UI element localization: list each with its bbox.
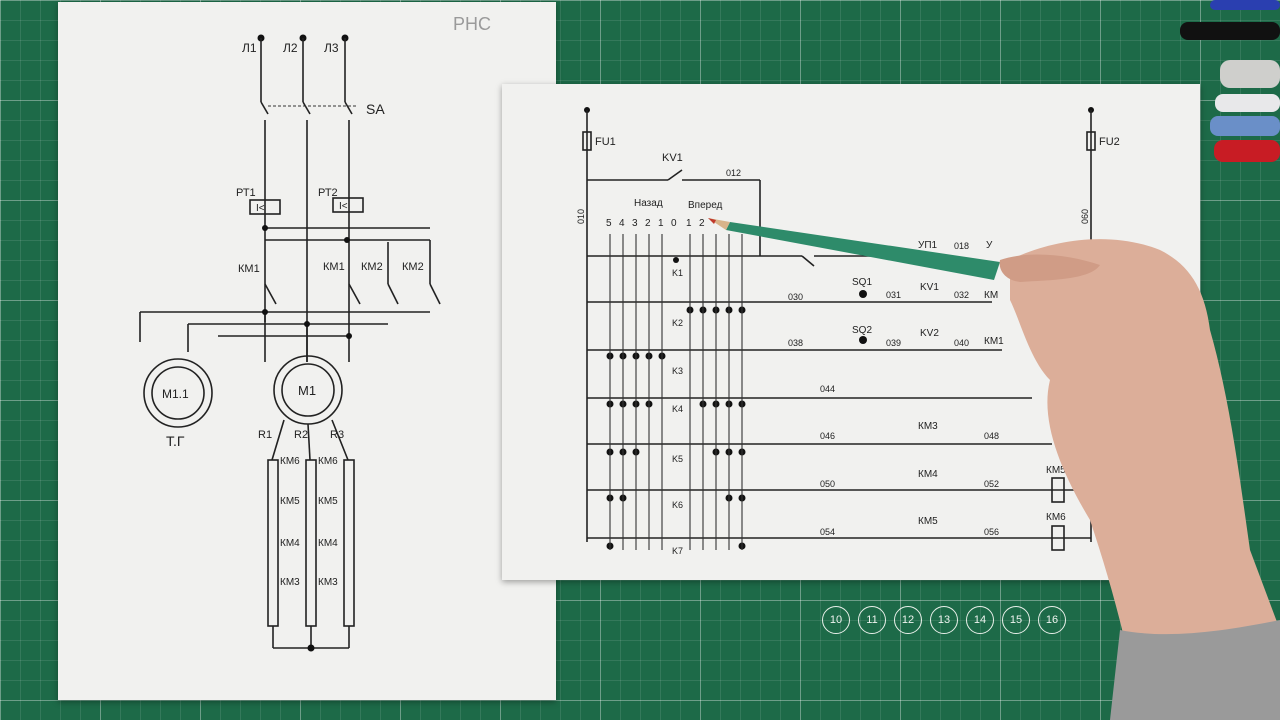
wire-056: 056 [984, 527, 999, 537]
pos-0: 0 [671, 218, 677, 229]
contact-k3: K3 [672, 366, 683, 376]
mat-number: 12 [894, 606, 922, 634]
relay-symbol-1: I< [256, 203, 265, 214]
contact-km1-left: КМ1 [238, 263, 260, 275]
pos-2: 2 [645, 218, 651, 229]
phase-l2: Л2 [283, 41, 298, 55]
device-km5: КМ5 [918, 516, 938, 527]
relay-kv2: KV2 [920, 328, 939, 339]
pos-4: 4 [619, 218, 625, 229]
wire-031: 031 [886, 290, 901, 300]
rc-km6-a: КМ6 [280, 456, 300, 467]
resistor-r1: R1 [258, 429, 272, 441]
wire-040: 040 [954, 338, 969, 348]
wire-038: 038 [788, 338, 803, 348]
power-circuit-sheet: РНС Л1 Л2 Л3 SA РТ1 РТ2 I< I< КМ1 КМ1 КМ… [58, 2, 556, 700]
pos-f1: 1 [686, 218, 692, 229]
switch-sq2: SQ2 [852, 325, 872, 336]
wire-050: 050 [820, 479, 835, 489]
device-up1: УП1 [918, 240, 938, 251]
wire-046: 046 [820, 431, 835, 441]
device-row1-end: У [986, 240, 993, 251]
rc-km4-a: КМ4 [280, 538, 300, 549]
phase-l3: Л3 [324, 41, 339, 55]
contact-km2-a: КМ2 [361, 261, 383, 273]
contact-k6: K6 [672, 500, 683, 510]
pos-3: 3 [632, 218, 638, 229]
markers [1180, 0, 1280, 162]
row-k2: K2 030 SQ1 031 KV1 032 КМ [587, 277, 998, 328]
rc-km4-b: КМ4 [318, 538, 338, 549]
resistor-r2: R2 [294, 429, 308, 441]
corner-note: РНС [453, 14, 491, 34]
pos-f2: 2 [699, 218, 705, 229]
device-km1: КМ1 [984, 336, 1004, 347]
relay-symbol-2: I< [339, 201, 348, 212]
gen-label: Т.Г [166, 433, 185, 449]
rc-km3-b: КМ3 [318, 577, 338, 588]
relay-rt1: РТ1 [236, 187, 256, 199]
label-back: Назад [634, 198, 663, 209]
mat-number: 14 [966, 606, 994, 634]
rc-km5-b: КМ5 [318, 496, 338, 507]
label-forward: Вперед [688, 200, 723, 211]
wire-052: 052 [984, 479, 999, 489]
relay-rt2: РТ2 [318, 187, 338, 199]
coil-km6: КМ6 [1046, 512, 1066, 523]
wire-048: 048 [984, 431, 999, 441]
wire-044: 044 [820, 384, 835, 394]
mat-number: 15 [1002, 606, 1030, 634]
mat-number: 11 [858, 606, 886, 634]
power-circuit-drawing: РНС Л1 Л2 Л3 SA РТ1 РТ2 I< I< КМ1 КМ1 КМ… [139, 14, 491, 652]
relay-kv1-top: KV1 [662, 152, 683, 164]
mat-number: 16 [1038, 606, 1066, 634]
device-km3: КМ3 [918, 421, 938, 432]
wire-054: 054 [820, 527, 835, 537]
motor-main-label: М1 [298, 383, 316, 398]
wire-060: 060 [1080, 209, 1090, 224]
hand [999, 239, 1280, 720]
mat-number: 10 [822, 606, 850, 634]
contact-k7: K7 [672, 546, 683, 556]
contact-k4: K4 [672, 404, 683, 414]
pos-1: 1 [658, 218, 664, 229]
motor-gen-label: М1.1 [162, 387, 189, 401]
pos-5: 5 [606, 218, 612, 229]
rc-km5-a: КМ5 [280, 496, 300, 507]
coil-km5: КМ5 [1046, 465, 1066, 476]
wire-010: 010 [576, 209, 586, 224]
fuse-fu1: FU1 [595, 136, 616, 148]
controller-contacts [609, 234, 743, 550]
row-k7: K7 054 КМ5 056 КМ6 [587, 512, 1091, 556]
mat-ruler-numbers: 10 11 12 13 14 15 16 [822, 606, 1066, 634]
relay-kv1: KV1 [920, 282, 939, 293]
rc-km3-a: КМ3 [280, 577, 300, 588]
wire-032: 032 [954, 290, 969, 300]
device-row2-end: КМ [984, 290, 998, 301]
rc-km6-b: КМ6 [318, 456, 338, 467]
contact-k1: K1 [672, 268, 683, 278]
mat-number: 13 [930, 606, 958, 634]
device-km4: КМ4 [918, 469, 938, 480]
contact-k2: K2 [672, 318, 683, 328]
fuse-fu2: FU2 [1099, 136, 1120, 148]
resistor-r3: R3 [330, 429, 344, 441]
contact-k5: K5 [672, 454, 683, 464]
contact-km2-b: КМ2 [402, 261, 424, 273]
switch-sq1: SQ1 [852, 277, 872, 288]
row-k3: K3 038 SQ2 039 KV2 040 КМ1 [587, 325, 1004, 376]
phase-l1: Л1 [242, 41, 257, 55]
wire-030: 030 [788, 292, 803, 302]
switch-label: SA [366, 101, 385, 117]
wire-039: 039 [886, 338, 901, 348]
row-k5: K5 046 КМ3 048 [587, 421, 1052, 464]
wire-018: 018 [954, 241, 969, 251]
wire-012: 012 [726, 168, 741, 178]
row-k4: K4 044 [587, 384, 1032, 414]
contact-km1-mid: КМ1 [323, 261, 345, 273]
